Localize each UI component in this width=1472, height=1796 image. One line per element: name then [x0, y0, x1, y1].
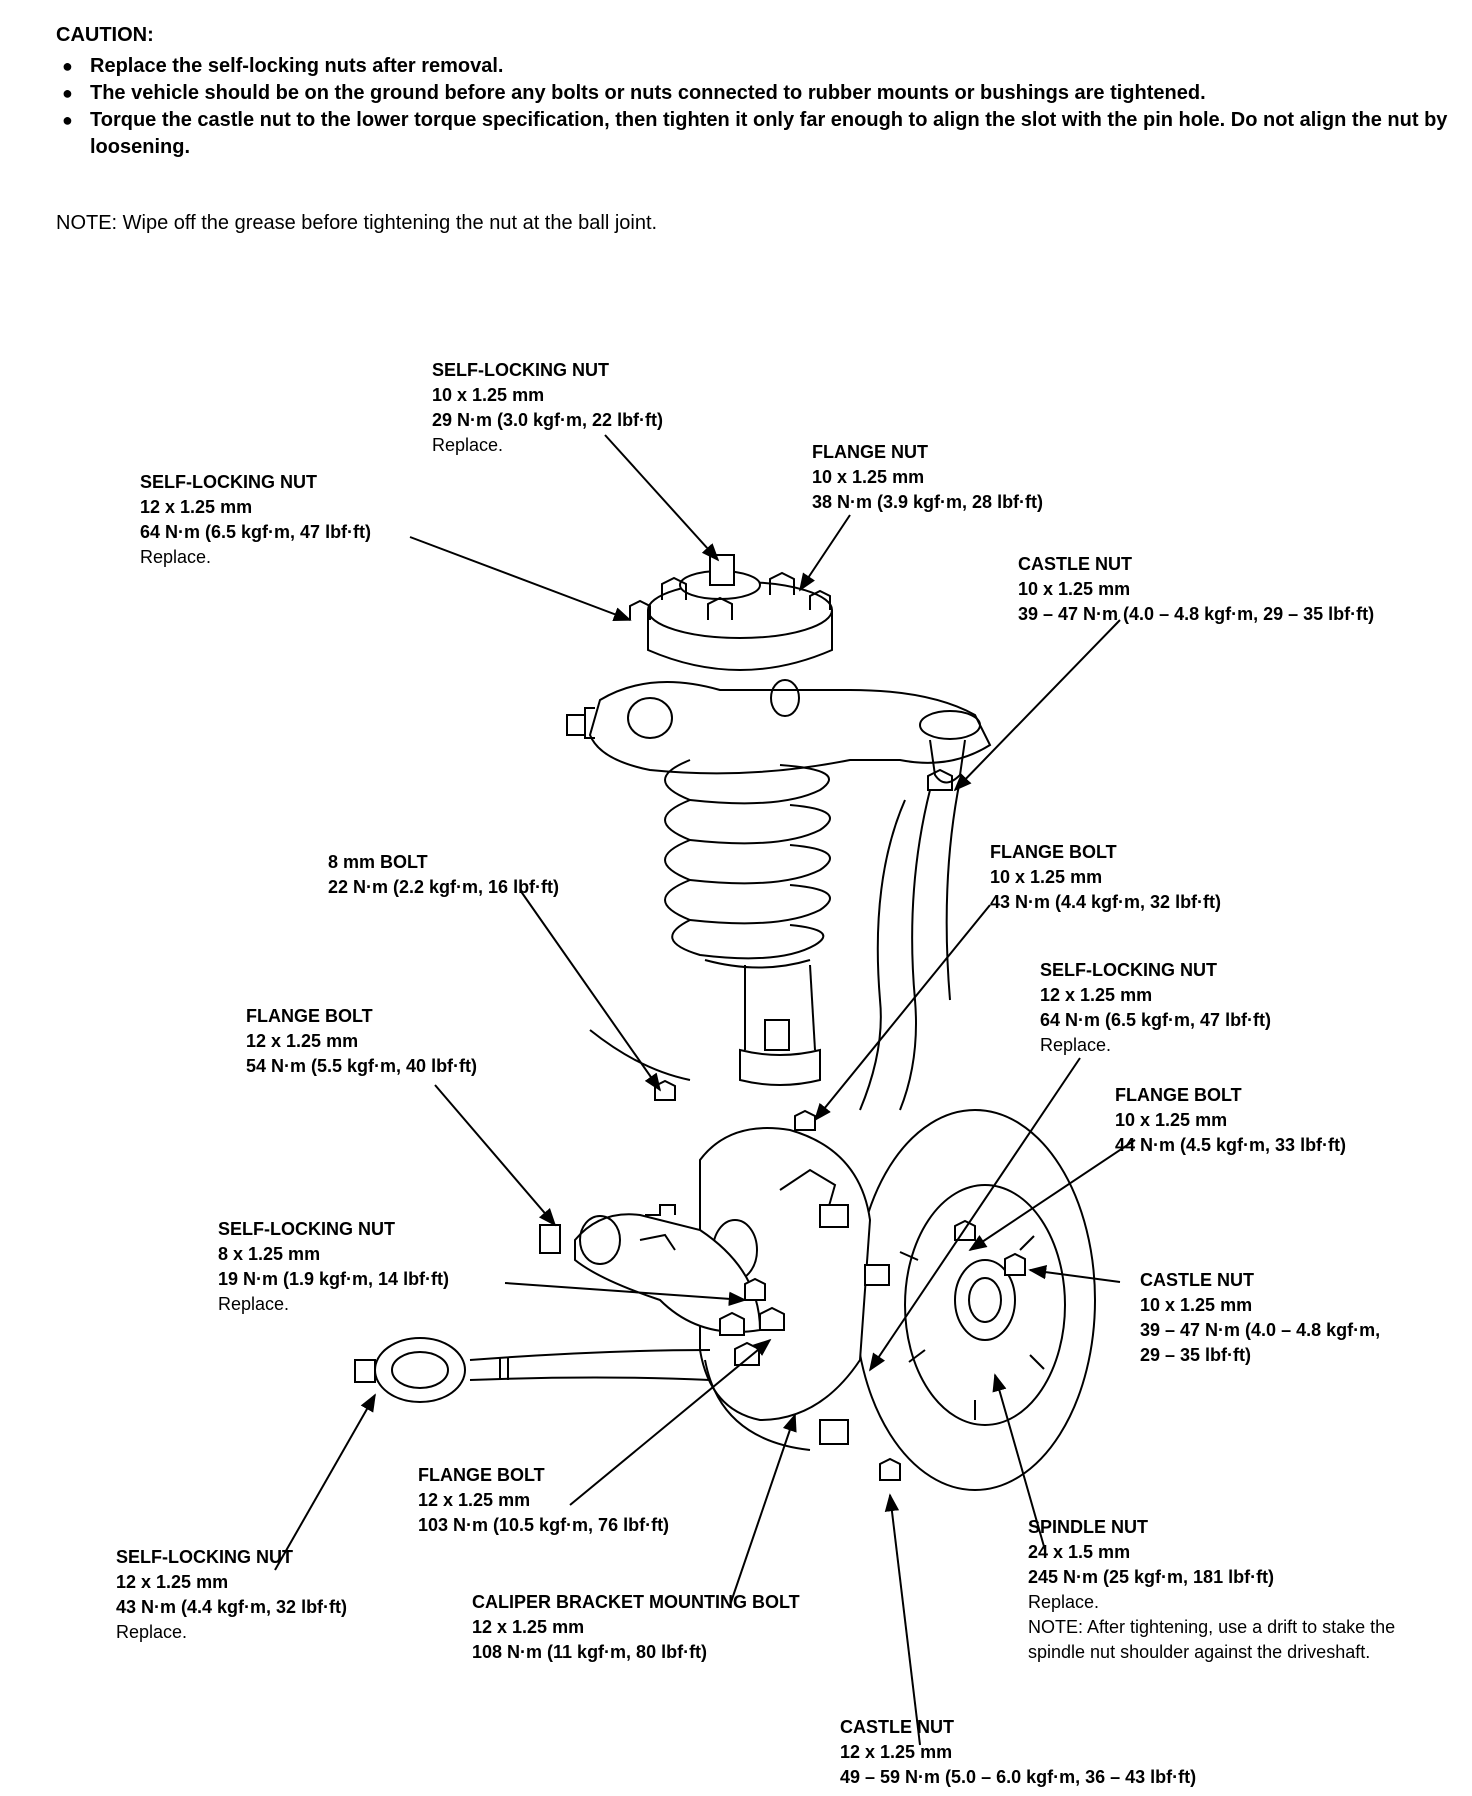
- brake-hose: [589, 1029, 691, 1081]
- callout-flange-bolt-left: FLANGE BOLT 12 x 1.25 mm 54 N·m (5.5 kgf…: [246, 1006, 478, 1076]
- caution-list: ●Replace the self-locking nuts after rem…: [56, 53, 1456, 161]
- bullet-icon: ●: [62, 110, 73, 130]
- grease-note: NOTE: Wipe off the grease before tighten…: [56, 212, 658, 234]
- caution-block: CAUTION: ●Replace the self-locking nuts …: [56, 24, 1456, 161]
- coil-spring: [664, 759, 832, 969]
- lateral-link: [354, 1337, 711, 1403]
- bullet-icon: ●: [62, 83, 73, 103]
- callout-flange-bolt-right: FLANGE BOLT 10 x 1.25 mm 43 N·m (4.4 kgf…: [990, 842, 1222, 912]
- leader-lines: [274, 434, 1136, 1746]
- caution-bullet: ●Replace the self-locking nuts after rem…: [56, 53, 1456, 80]
- strut-body: [739, 964, 821, 1086]
- callout-8mm-bolt: 8 mm BOLT 22 N·m (2.2 kgf·m, 16 lbf·ft): [328, 852, 560, 897]
- callout-self-locking-nut-8mm: SELF-LOCKING NUT 8 x 1.25 mm 19 N·m (1.9…: [218, 1219, 450, 1314]
- caution-bullet: ●The vehicle should be on the ground bef…: [56, 80, 1456, 107]
- callout-castle-nut-upper: CASTLE NUT 10 x 1.25 mm 39 – 47 N·m (4.0…: [1018, 554, 1375, 624]
- caution-bullet: ●Torque the castle nut to the lower torq…: [62, 109, 1448, 158]
- callout-self-locking-nut-right: SELF-LOCKING NUT 12 x 1.25 mm 64 N·m (6.…: [1040, 960, 1272, 1055]
- callout-spindle-nut: SPINDLE NUT 24 x 1.5 mm 245 N·m (25 kgf·…: [1028, 1517, 1396, 1662]
- knuckle-upper-arm: [859, 779, 961, 1111]
- callout-castle-nut-right: CASTLE NUT 10 x 1.25 mm 39 – 47 N·m (4.0…: [1140, 1270, 1381, 1365]
- bullet-icon: ●: [62, 56, 73, 76]
- callout-self-locking-nut-top: SELF-LOCKING NUT 10 x 1.25 mm 29 N·m (3.…: [432, 360, 664, 455]
- callout-caliper-bracket-bolt: CALIPER BRACKET MOUNTING BOLT 12 x 1.25 …: [472, 1592, 800, 1662]
- callout-castle-nut-bottom: CASTLE NUT 12 x 1.25 mm 49 – 59 N·m (5.0…: [840, 1717, 1197, 1787]
- callout-self-locking-nut-upper-left: SELF-LOCKING NUT 12 x 1.25 mm 64 N·m (6.…: [140, 472, 372, 567]
- caution-title: CAUTION:: [56, 24, 154, 46]
- brake-disc: [854, 1109, 1096, 1491]
- upper-control-arm: [566, 679, 992, 791]
- callout-flange-nut-top: FLANGE NUT 10 x 1.25 mm 38 N·m (3.9 kgf·…: [812, 442, 1044, 512]
- callout-flange-bolt-103: FLANGE BOLT 12 x 1.25 mm 103 N·m (10.5 k…: [418, 1465, 670, 1535]
- lower-control-arm: [539, 1204, 762, 1333]
- callout-flange-bolt-44: FLANGE BOLT 10 x 1.25 mm 44 N·m (4.5 kgf…: [1115, 1085, 1347, 1155]
- callout-self-locking-nut-lower-left: SELF-LOCKING NUT 12 x 1.25 mm 43 N·m (4.…: [116, 1547, 348, 1642]
- strut-top-mount: [629, 554, 833, 671]
